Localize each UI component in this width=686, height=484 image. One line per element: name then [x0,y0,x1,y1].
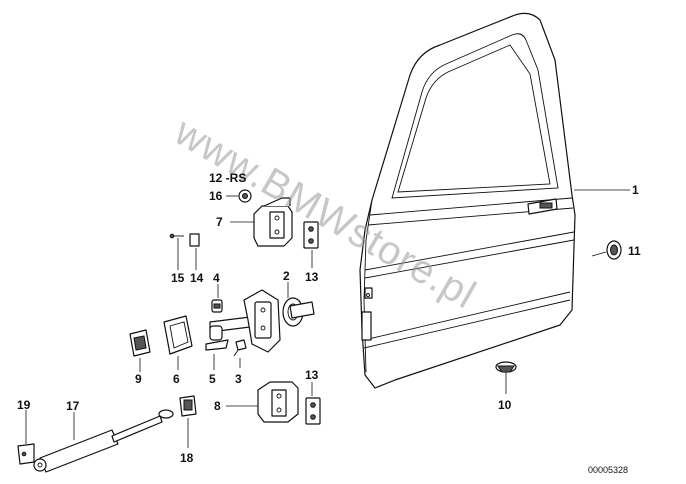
drain-grommet [495,361,517,373]
callout-labels: 1 2 3 4 5 6 7 8 9 10 11 12 -RS 13 13 14 … [17,171,641,465]
callout-14: 14 [190,271,204,285]
callout-18: 18 [180,451,194,465]
hinge-backing-plate-lower [305,397,321,425]
callout-15: 15 [171,271,185,285]
leader-lines [25,189,630,448]
clip-pin [169,233,184,239]
callout-16: 16 [209,189,223,203]
upper-door-hinge [253,197,293,247]
callout-9: 9 [135,372,142,386]
hinge-pin [211,299,223,313]
callout-7: 7 [216,215,223,229]
callout-17: 17 [66,399,80,413]
hex-screw [233,339,247,357]
bushing [205,325,229,351]
callout-1: 1 [632,183,639,197]
strut-bracket [17,443,35,465]
plug-grommet [606,240,622,260]
callout-5: 5 [209,372,216,386]
callout-3: 3 [235,372,242,386]
hinge-backing-plate-upper [303,221,319,249]
callout-8: 8 [214,399,221,413]
rubber-cap [179,395,197,417]
document-id: 00005328 [588,465,628,475]
callout-11: 11 [628,244,641,258]
callout-4: 4 [213,271,220,285]
grommet-cover-small [129,329,151,357]
gas-strut [33,409,174,473]
callout-10: 10 [498,398,512,412]
lower-door-hinge [257,381,299,423]
grommet-cover-large [163,315,193,355]
callout-2: 2 [283,269,290,283]
plug-cap [189,233,200,247]
callout-19: 19 [17,398,31,412]
callout-13-upper: 13 [305,270,319,284]
callout-6: 6 [173,372,180,386]
callout-12-rs: 12 -RS [209,171,246,185]
callout-13-lower: 13 [305,368,319,382]
washer [238,189,252,203]
front-door-shell [359,12,576,389]
